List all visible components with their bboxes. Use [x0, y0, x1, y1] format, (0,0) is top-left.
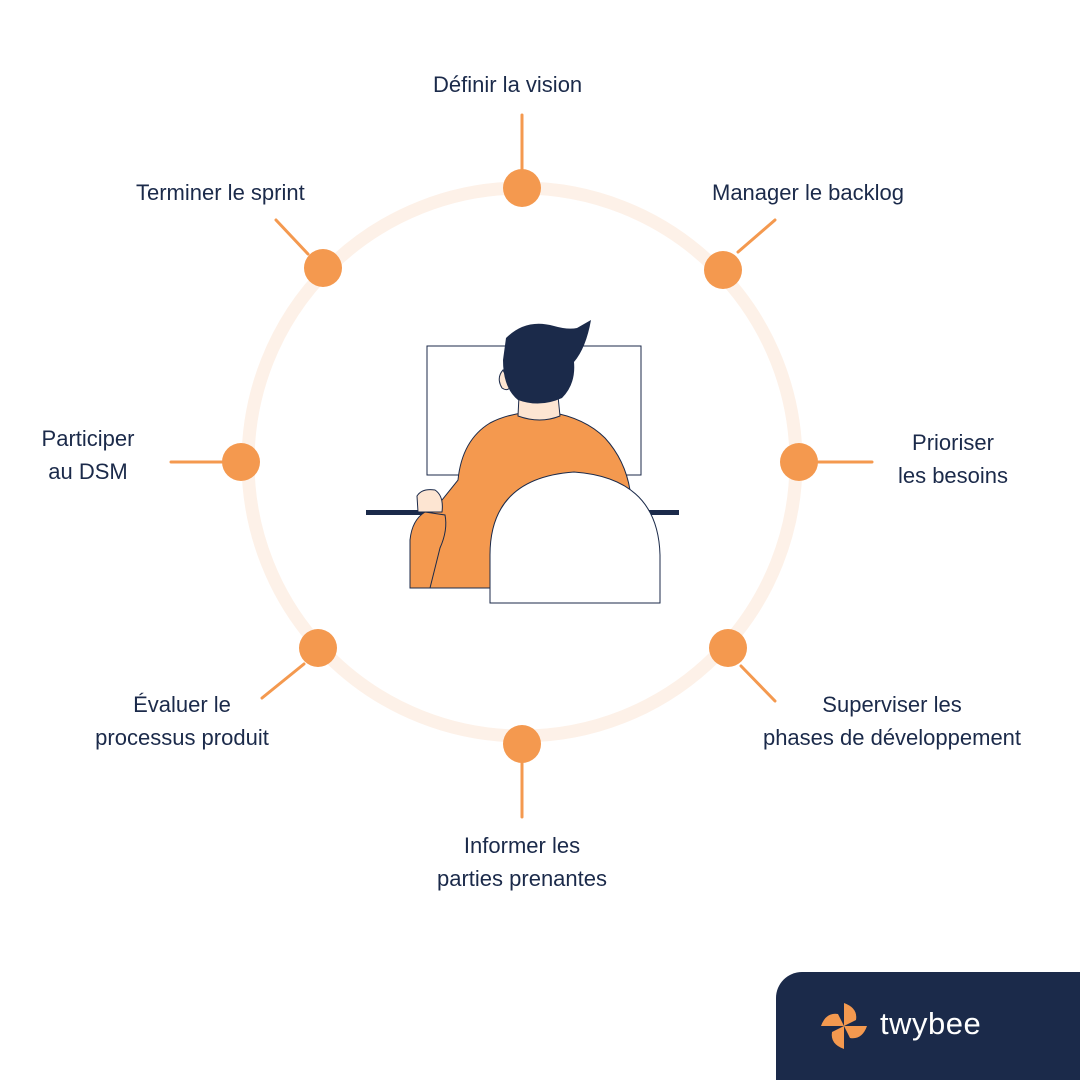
- step-label-line: Informer les: [463, 833, 581, 858]
- marker-evaluate: [299, 629, 337, 667]
- step-label-inform: Informer les parties prenantes: [414, 829, 630, 895]
- step-label-sprint: Terminer le sprint: [136, 176, 305, 209]
- step-label-prioritize: Prioriser les besoins: [884, 426, 1022, 492]
- step-label-line: Manager le backlog: [712, 180, 905, 205]
- step-markers: [222, 169, 818, 763]
- connector-sprint: [274, 218, 310, 256]
- marker-inform: [503, 725, 541, 763]
- marker-vision: [503, 169, 541, 207]
- step-label-vision: Définir la vision: [433, 68, 582, 101]
- step-label-supervise: Superviser les phases de développement: [733, 688, 1051, 754]
- step-label-line: Définir la vision: [433, 72, 583, 97]
- step-label-dsm: Participer au DSM: [28, 422, 148, 488]
- brand-name: twybee: [880, 1006, 982, 1041]
- chair: [489, 471, 661, 604]
- connector-lines: [169, 113, 874, 819]
- step-label-line: les besoins: [897, 463, 1009, 488]
- marker-supervise: [709, 629, 747, 667]
- marker-dsm: [222, 443, 260, 481]
- marker-prioritize: [780, 443, 818, 481]
- step-label-line: phases de développement: [762, 725, 1022, 750]
- person-at-computer-illustration: [366, 320, 679, 604]
- step-label-line: Participer: [41, 426, 135, 451]
- step-label-backlog: Manager le backlog: [712, 176, 904, 209]
- connector-evaluate: [260, 662, 306, 700]
- connector-backlog: [736, 218, 777, 254]
- step-label-line: Prioriser: [912, 430, 994, 455]
- arm: [409, 511, 447, 589]
- step-label-evaluate: Évaluer le processus produit: [73, 688, 291, 754]
- marker-sprint: [304, 249, 342, 287]
- hand: [416, 489, 443, 513]
- step-label-line: parties prenantes: [437, 866, 607, 891]
- connector-supervise: [739, 664, 777, 703]
- pinwheel-icon: [821, 1003, 867, 1049]
- step-label-line: Évaluer le: [133, 692, 231, 717]
- hair: [503, 320, 591, 404]
- brand-footer: twybee: [776, 972, 1080, 1080]
- marker-backlog: [704, 251, 742, 289]
- step-label-line: Terminer le sprint: [136, 180, 305, 205]
- step-label-line: processus produit: [95, 725, 269, 750]
- step-label-line: au DSM: [48, 459, 128, 484]
- step-label-line: Superviser les: [822, 692, 962, 717]
